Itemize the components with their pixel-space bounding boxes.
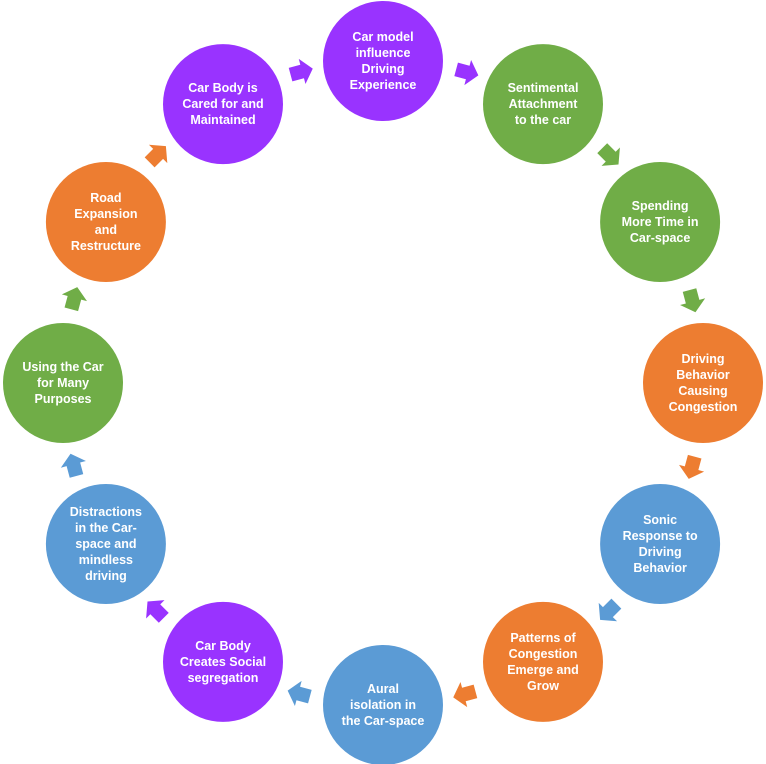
node-label-line: for Many bbox=[37, 376, 89, 390]
cycle-arrow-icon bbox=[60, 453, 86, 478]
node-label-line: Restructure bbox=[71, 239, 141, 253]
node-circle bbox=[323, 645, 443, 764]
node-label-line: Emerge and bbox=[507, 663, 579, 677]
node-label-line: Car Body bbox=[195, 639, 251, 653]
node-label-line: Using the Car bbox=[22, 360, 103, 374]
cycle-arrow-icon bbox=[146, 600, 169, 623]
cycle-arrow-icon bbox=[597, 143, 620, 166]
node-label-line: the Car-space bbox=[342, 714, 425, 728]
node-label: Aural isolation in the Car-space bbox=[342, 682, 425, 728]
cycle-arrow-icon bbox=[287, 680, 312, 707]
node-label-line: Distractions bbox=[70, 505, 142, 519]
node-label-line: Driving bbox=[361, 62, 404, 76]
node-label: Distractions in the Car-space and mindless… bbox=[70, 505, 142, 583]
node-label-line: Car-space bbox=[630, 231, 690, 245]
node-label-line: Purposes bbox=[35, 392, 92, 406]
cycle-arrow-icon bbox=[453, 681, 478, 708]
node-circle bbox=[600, 484, 721, 604]
node-label-line: to the car bbox=[515, 113, 571, 127]
node-label-line: segregation bbox=[188, 671, 259, 685]
node-label-line: Expansion bbox=[74, 207, 137, 221]
arrows-layer bbox=[60, 58, 706, 708]
node-circle bbox=[600, 162, 721, 282]
node-label-line: Creates Social bbox=[180, 655, 266, 669]
node-label-line: Congestion bbox=[509, 647, 578, 661]
node-label-line: Cared for and bbox=[182, 97, 263, 111]
node-label-line: Attachment bbox=[509, 97, 579, 111]
node-label-line: Sonic bbox=[643, 513, 677, 527]
node-label-line: Congestion bbox=[669, 400, 738, 414]
node-circle bbox=[3, 323, 123, 443]
node-label-line: Behavior bbox=[676, 368, 730, 382]
node-circle bbox=[45, 162, 166, 282]
node-label-line: mindless bbox=[79, 553, 133, 567]
node-label-line: driving bbox=[85, 569, 127, 583]
node-label-line: Road bbox=[90, 191, 121, 205]
node-label-line: Patterns of bbox=[510, 631, 576, 645]
cycle-node: Aural isolation in the Car-space bbox=[323, 645, 443, 764]
node-label-line: influence bbox=[356, 46, 411, 60]
node-label-line: in the Car- bbox=[75, 521, 137, 535]
node-label-line: Car model bbox=[352, 30, 413, 44]
node-label-line: Behavior bbox=[633, 561, 687, 575]
node-circle bbox=[163, 601, 283, 722]
node-circle bbox=[643, 323, 763, 443]
cycle-arrow-icon bbox=[144, 144, 168, 168]
node-label-line: Driving bbox=[681, 352, 724, 366]
node-label-line: Maintained bbox=[190, 113, 255, 127]
cycle-arrow-icon bbox=[679, 454, 705, 479]
node-label-line: and bbox=[95, 223, 117, 237]
node-label-line: Sentimental bbox=[508, 81, 579, 95]
node-circle bbox=[483, 601, 603, 722]
node-label-line: Spending bbox=[632, 199, 689, 213]
node-label-line: Grow bbox=[527, 679, 559, 693]
node-circle bbox=[483, 44, 603, 165]
node-circle bbox=[323, 1, 443, 121]
cycle-arrow-icon bbox=[680, 288, 706, 313]
node-circle bbox=[163, 44, 283, 165]
cycle-arrow-icon bbox=[61, 287, 87, 312]
cycle-arrow-icon bbox=[598, 598, 622, 622]
node-label-line: Aural bbox=[367, 682, 399, 696]
node-label-line: Car Body is bbox=[188, 81, 258, 95]
node-circle bbox=[45, 484, 166, 604]
node-label-line: Causing bbox=[678, 384, 727, 398]
node-label-line: Driving bbox=[639, 545, 682, 559]
node-label-line: isolation in bbox=[350, 698, 416, 712]
node-label-line: More Time in bbox=[622, 215, 699, 229]
cycle-arrow-icon bbox=[454, 59, 479, 86]
node-label-line: space and bbox=[75, 537, 136, 551]
node-label-line: Response to bbox=[623, 529, 698, 543]
cycle-arrow-icon bbox=[288, 58, 313, 85]
cycle-node: Distractions in the Car-space and mindless… bbox=[45, 484, 166, 604]
node-label-line: Experience bbox=[350, 78, 417, 92]
